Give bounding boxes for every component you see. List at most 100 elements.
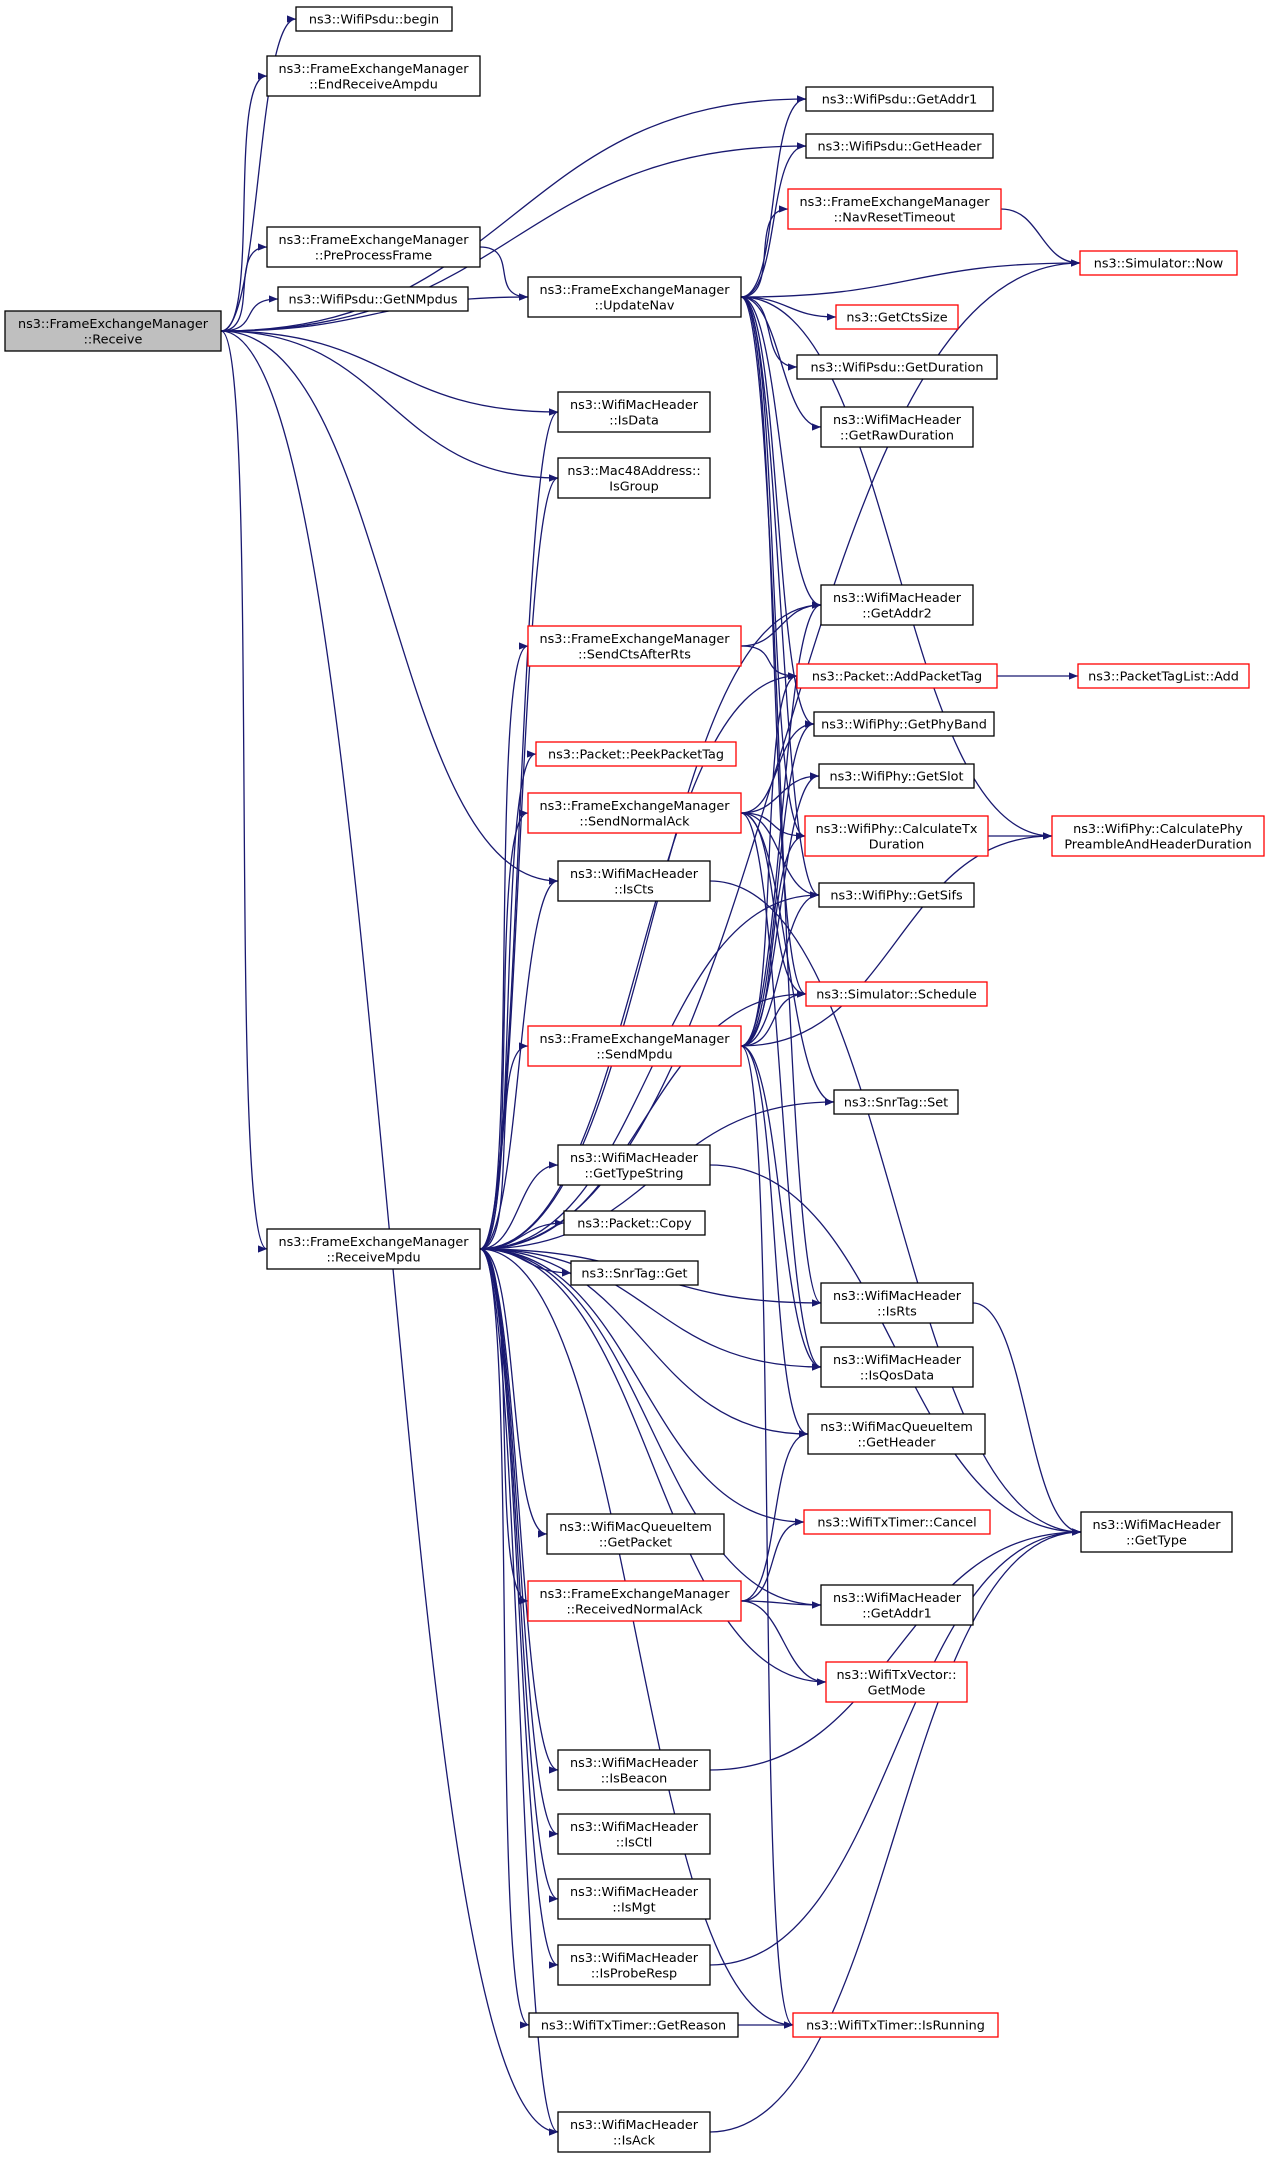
node-label: ns3::WifiPsdu::GetDuration xyxy=(811,361,984,376)
node-box xyxy=(277,286,469,312)
node-getrawduration[interactable]: ns3::WifiMacHeader::GetRawDuration xyxy=(820,406,974,448)
node-snrtag_set[interactable]: ns3::SnrTag::Set xyxy=(833,1089,959,1115)
node-getsifs[interactable]: ns3::WifiPhy::GetSifs xyxy=(818,882,975,908)
node-label: ::SendNormalAck xyxy=(579,814,690,829)
node-box xyxy=(527,625,742,667)
node-label: ::GetPacket xyxy=(599,1535,672,1550)
edge-updatenav-to-simnow xyxy=(740,259,1081,298)
node-iscts[interactable]: ns3::WifiMacHeader::IsCts xyxy=(557,860,711,902)
node-psdu_begin[interactable]: ns3::WifiPsdu::begin xyxy=(295,6,453,32)
node-label: ::SendCtsAfterRts xyxy=(578,647,691,662)
node-label: ::GetType xyxy=(1126,1533,1187,1548)
node-gettype[interactable]: ns3::WifiMacHeader::GetType xyxy=(1080,1511,1233,1553)
node-addpackettag[interactable]: ns3::Packet::AddPacketTag xyxy=(796,663,998,689)
edge-receive_mpdu-to-receivednormalack xyxy=(479,1248,529,1605)
node-label: ::IsMgt xyxy=(612,1900,655,1915)
node-calcphypreamble[interactable]: ns3::WifiPhy::CalculatePhyPreambleAndHea… xyxy=(1051,815,1265,857)
node-getnmpdus[interactable]: ns3::WifiPsdu::GetNMpdus xyxy=(277,286,469,312)
node-navreset[interactable]: ns3::FrameExchangeManager::NavResetTimeo… xyxy=(787,188,1002,230)
node-box xyxy=(1079,250,1238,276)
node-label: ns3::WifiMacHeader xyxy=(570,1951,699,1966)
edge-receive_mpdu-to-sendnormalack xyxy=(479,809,529,1250)
node-label: ::IsCtl xyxy=(616,1835,653,1850)
node-box xyxy=(528,2012,739,2038)
node-isgroup[interactable]: ns3::Mac48Address::IsGroup xyxy=(557,457,711,499)
edge-sendmpdu-to-mqi_getheader xyxy=(740,1045,809,1438)
edge-receive-to-receive_mpdu xyxy=(220,330,268,1253)
node-isdata[interactable]: ns3::WifiMacHeader::IsData xyxy=(557,391,711,433)
node-box xyxy=(820,1346,974,1388)
node-isbeacon[interactable]: ns3::WifiMacHeader::IsBeacon xyxy=(557,1749,711,1791)
node-snrtag_get[interactable]: ns3::SnrTag::Get xyxy=(570,1260,699,1286)
node-label: ::IsProbeResp xyxy=(591,1966,677,1981)
node-updatenav[interactable]: ns3::FrameExchangeManager::UpdateNav xyxy=(527,276,742,318)
node-label: ::GetAddr2 xyxy=(862,606,932,621)
node-box xyxy=(818,763,975,789)
node-isrunning[interactable]: ns3::WifiTxTimer::IsRunning xyxy=(792,2012,999,2038)
edge-receive-to-iscts xyxy=(220,330,559,885)
node-getphyband[interactable]: ns3::WifiPhy::GetPhyBand xyxy=(813,711,995,737)
node-mqi_getpacket[interactable]: ns3::WifiMacQueueItem::GetPacket xyxy=(546,1513,725,1555)
node-label: ::ReceiveMpdu xyxy=(326,1250,420,1265)
node-label: Duration xyxy=(869,837,925,852)
edge-receive_mpdu-to-addpackettag xyxy=(479,672,798,1250)
node-label: ns3::FrameExchangeManager xyxy=(278,1235,469,1250)
node-label: ::EndReceiveAmpdu xyxy=(309,77,438,92)
node-label: ns3::Simulator::Now xyxy=(1094,257,1224,272)
node-receive_mpdu[interactable]: ns3::FrameExchangeManager::ReceiveMpdu xyxy=(266,1228,481,1270)
node-receivednormalack[interactable]: ns3::FrameExchangeManager::ReceivedNorma… xyxy=(527,1580,742,1622)
node-end_ampdu[interactable]: ns3::FrameExchangeManager::EndReceiveAmp… xyxy=(266,55,481,97)
node-box xyxy=(796,663,998,689)
node-label: ns3::WifiMacHeader xyxy=(570,1756,699,1771)
node-gettypestring[interactable]: ns3::WifiMacHeader::GetTypeString xyxy=(557,1144,711,1186)
edge-receive-to-isdata xyxy=(220,330,559,416)
node-getaddr2[interactable]: ns3::WifiMacHeader::GetAddr2 xyxy=(820,584,974,626)
edge-receive_mpdu-to-iscts xyxy=(479,877,559,1250)
node-simnow[interactable]: ns3::Simulator::Now xyxy=(1079,250,1238,276)
node-isqosdata[interactable]: ns3::WifiMacHeader::IsQosData xyxy=(820,1346,974,1388)
node-label: ns3::SnrTag::Set xyxy=(844,1096,948,1111)
node-peekpackettag[interactable]: ns3::Packet::PeekPacketTag xyxy=(535,741,737,767)
node-preprocess[interactable]: ns3::FrameExchangeManager::PreProcessFra… xyxy=(266,226,481,268)
node-psdu_getaddr1[interactable]: ns3::WifiPsdu::GetAddr1 xyxy=(805,86,994,112)
node-box xyxy=(820,584,974,626)
node-sendnormalack[interactable]: ns3::FrameExchangeManager::SendNormalAck xyxy=(527,792,742,834)
node-txvector_getmode[interactable]: ns3::WifiTxVector::GetMode xyxy=(825,1661,968,1703)
edge-receivednormalack-to-txtimer_cancel xyxy=(740,1518,805,1602)
node-isack[interactable]: ns3::WifiMacHeader::IsAck xyxy=(557,2111,711,2153)
node-getctssize[interactable]: ns3::GetCtsSize xyxy=(835,304,959,330)
node-label: ns3::FrameExchangeManager xyxy=(539,799,730,814)
node-isctl[interactable]: ns3::WifiMacHeader::IsCtl xyxy=(557,1813,711,1855)
node-isproberesp[interactable]: ns3::WifiMacHeader::IsProbeResp xyxy=(557,1944,711,1986)
node-mqi_getheader[interactable]: ns3::WifiMacQueueItem::GetHeader xyxy=(807,1413,986,1455)
node-packet_copy[interactable]: ns3::Packet::Copy xyxy=(563,1210,706,1236)
node-getreason[interactable]: ns3::WifiTxTimer::GetReason xyxy=(528,2012,739,2038)
edge-preprocess-to-updatenav xyxy=(479,246,529,301)
node-psdu_getheader[interactable]: ns3::WifiPsdu::GetHeader xyxy=(805,133,994,159)
node-sendctsafterrts[interactable]: ns3::FrameExchangeManager::SendCtsAfterR… xyxy=(527,625,742,667)
edge-receivednormalack-to-mqi_getheader xyxy=(740,1430,809,1602)
node-schedule[interactable]: ns3::Simulator::Schedule xyxy=(805,981,988,1007)
node-ptl_add[interactable]: ns3::PacketTagList::Add xyxy=(1077,663,1250,689)
node-box xyxy=(557,2111,711,2153)
node-getslot[interactable]: ns3::WifiPhy::GetSlot xyxy=(818,763,975,789)
node-label: ns3::WifiMacHeader xyxy=(833,591,962,606)
node-box xyxy=(787,188,1002,230)
node-box xyxy=(535,741,737,767)
edge-receive-to-getnmpdus xyxy=(220,295,279,332)
node-label: ns3::FrameExchangeManager xyxy=(799,195,990,210)
node-ismgt[interactable]: ns3::WifiMacHeader::IsMgt xyxy=(557,1878,711,1920)
node-label: ns3::FrameExchangeManager xyxy=(539,283,730,298)
node-psdu_getduration[interactable]: ns3::WifiPsdu::GetDuration xyxy=(796,354,998,380)
node-isrts[interactable]: ns3::WifiMacHeader::IsRts xyxy=(820,1282,974,1324)
node-sendmpdu[interactable]: ns3::FrameExchangeManager::SendMpdu xyxy=(527,1025,742,1067)
edge-isrts-to-gettype xyxy=(972,1302,1082,1536)
node-txtimer_cancel[interactable]: ns3::WifiTxTimer::Cancel xyxy=(803,1509,991,1535)
node-label: ns3::SnrTag::Get xyxy=(581,1267,687,1282)
edge-updatenav-to-isrts xyxy=(740,296,822,1307)
node-label: ::IsAck xyxy=(613,2133,656,2148)
node-hdr_getaddr1[interactable]: ns3::WifiMacHeader::GetAddr1 xyxy=(820,1584,974,1626)
node-receive: ns3::FrameExchangeManager::Receive xyxy=(4,310,222,352)
